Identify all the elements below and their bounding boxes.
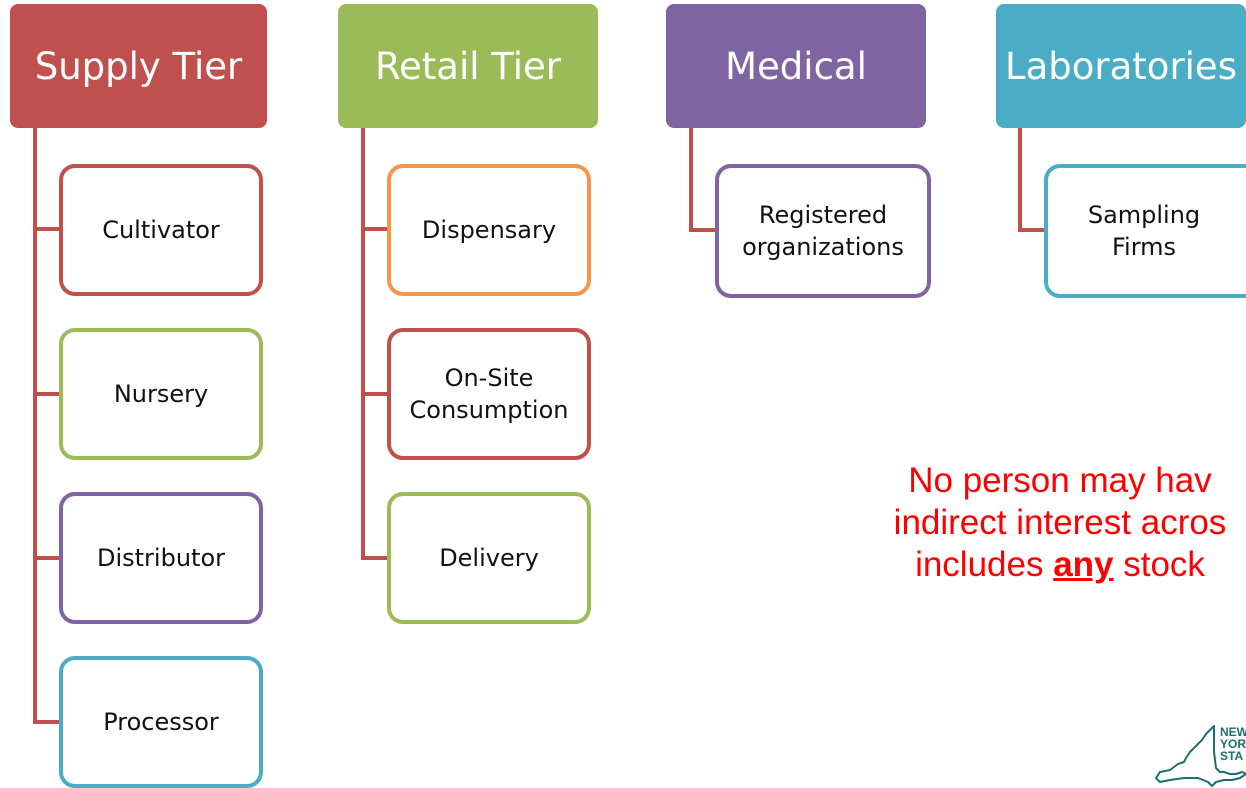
supply-connector-branch xyxy=(33,227,59,231)
supply-tier-title: Supply Tier xyxy=(34,44,243,88)
retail-connector-branch xyxy=(361,227,387,231)
logo-text-line-1: NEW xyxy=(1220,725,1246,739)
supply-connector-branch xyxy=(33,556,59,560)
laboratories-title: Laboratories xyxy=(1005,44,1237,88)
delivery-label: Delivery xyxy=(439,543,539,572)
notice-line-2: indirect interest acros xyxy=(893,503,1227,542)
processor-box: Processor xyxy=(59,656,263,788)
dispensary-box: Dispensary xyxy=(387,164,591,296)
medical-title: Medical xyxy=(725,44,867,88)
new-york-state-logo: NEW YOR STA xyxy=(1155,725,1246,787)
supply-tier-header: Supply Tier xyxy=(10,4,267,128)
on-site-consumption-box: On-Site Consumption xyxy=(387,328,591,460)
new-york-state-outline-icon xyxy=(1155,725,1246,787)
sampling-firms-label: Sampling Firms xyxy=(1087,200,1201,261)
sampling-firms-box: Sampling Firms xyxy=(1044,164,1246,298)
laboratories-header: Laboratories xyxy=(996,4,1246,128)
notice-line-3: includes any stock xyxy=(760,544,1246,586)
retail-tier-header: Retail Tier xyxy=(338,4,598,128)
retail-connector-branch xyxy=(361,392,387,396)
cultivator-box: Cultivator xyxy=(59,164,263,296)
distributor-box: Distributor xyxy=(59,492,263,624)
cultivator-label: Cultivator xyxy=(102,215,220,244)
laboratories-connector-trunk xyxy=(1018,128,1022,232)
registered-organizations-box: Registered organizations xyxy=(715,164,931,298)
on-site-consumption-label: On-Site Consumption xyxy=(409,363,569,424)
ownership-notice: No person may hav indirect interest acro… xyxy=(760,460,1246,586)
retail-connector-trunk xyxy=(361,128,365,558)
retail-tier-title: Retail Tier xyxy=(374,44,562,88)
retail-connector-branch xyxy=(361,556,387,560)
delivery-box: Delivery xyxy=(387,492,591,624)
supply-connector-branch xyxy=(33,720,59,724)
notice-line-3-prefix: includes xyxy=(915,545,1054,584)
medical-connector-branch xyxy=(689,228,715,232)
processor-label: Processor xyxy=(103,707,219,736)
supply-connector-trunk xyxy=(33,128,37,722)
dispensary-label: Dispensary xyxy=(421,215,557,244)
medical-connector-trunk xyxy=(689,128,693,232)
medical-header: Medical xyxy=(666,4,926,128)
notice-line-1: No person may hav xyxy=(908,461,1212,500)
notice-emphasis-any: any xyxy=(1053,545,1114,584)
nursery-label: Nursery xyxy=(113,379,209,408)
distributor-label: Distributor xyxy=(96,543,225,572)
supply-connector-branch xyxy=(33,392,59,396)
registered-organizations-label: Registered organizations xyxy=(742,200,904,261)
nursery-box: Nursery xyxy=(59,328,263,460)
logo-text-line-2: YOR xyxy=(1220,737,1246,751)
logo-text-line-3: STA xyxy=(1220,749,1243,763)
notice-line-3-suffix: stock xyxy=(1113,545,1205,584)
laboratories-connector-branch xyxy=(1018,228,1044,232)
